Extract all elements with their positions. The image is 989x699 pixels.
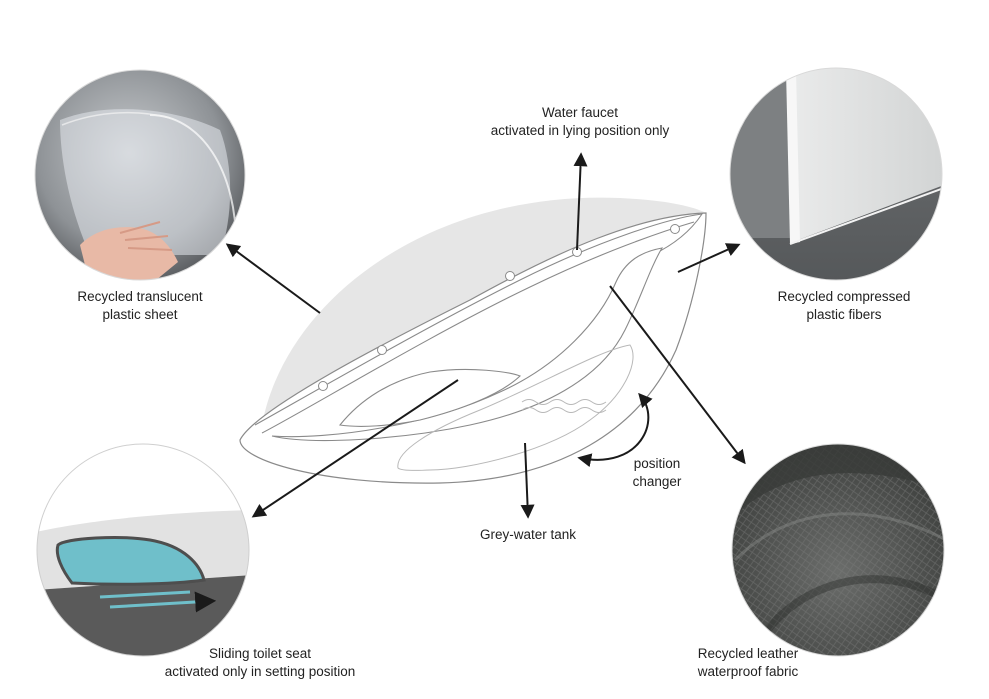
callout-line: position xyxy=(633,456,681,471)
callout-grey-water-tank: Grey-water tank xyxy=(448,526,608,544)
callout-line: Recycled leather xyxy=(697,646,799,661)
callout-line: plastic sheet xyxy=(102,307,178,322)
pod-rim-inner xyxy=(261,221,695,434)
callout-compressed-fibers: Recycled compressed plastic fibers xyxy=(744,288,944,324)
arrow-fabric xyxy=(609,285,746,465)
grey-water-tank-outline xyxy=(397,344,634,471)
compressed-fibers-photo xyxy=(730,68,942,280)
translucent-sheet-photo xyxy=(35,70,245,280)
rivet xyxy=(377,345,387,355)
callout-line: waterproof fabric xyxy=(697,664,799,679)
arrow-translucent xyxy=(225,243,321,314)
callout-line: activated in lying position only xyxy=(490,123,670,138)
callout-translucent-sheet: Recycled translucent plastic sheet xyxy=(40,288,240,324)
rivet xyxy=(670,224,680,234)
callout-line: plastic fibers xyxy=(806,307,882,322)
seat-blue xyxy=(55,536,206,586)
callout-line: activated only in setting position xyxy=(164,664,356,679)
callout-line: Recycled compressed xyxy=(777,289,911,304)
rivet xyxy=(318,381,328,391)
callout-line: changer xyxy=(632,474,682,489)
callout-position-changer: position changer xyxy=(612,455,702,491)
hand-shape xyxy=(80,227,178,280)
arrow-seat xyxy=(251,379,459,518)
callout-line: Water faucet xyxy=(541,105,619,120)
callout-arrows xyxy=(225,152,746,519)
pod-illustration xyxy=(239,197,707,484)
callout-line: Grey-water tank xyxy=(479,527,577,542)
callout-sliding-seat: Sliding toilet seat activated only in se… xyxy=(130,645,390,681)
arrow-faucet xyxy=(573,152,588,251)
leather-fabric-photo xyxy=(732,444,944,656)
arrow-fibers xyxy=(677,243,741,273)
callout-water-faucet: Water faucet activated in lying position… xyxy=(455,104,705,140)
callout-line: Sliding toilet seat xyxy=(208,646,312,661)
pod-rim-outer xyxy=(254,213,704,426)
sliding-seat-render xyxy=(37,444,249,656)
callout-leather-fabric: Recycled leather waterproof fabric xyxy=(653,645,843,681)
rivet xyxy=(505,271,515,281)
arrow-tank xyxy=(520,442,535,519)
callout-line: Recycled translucent xyxy=(77,289,203,304)
position-changer-arrow xyxy=(577,392,653,468)
